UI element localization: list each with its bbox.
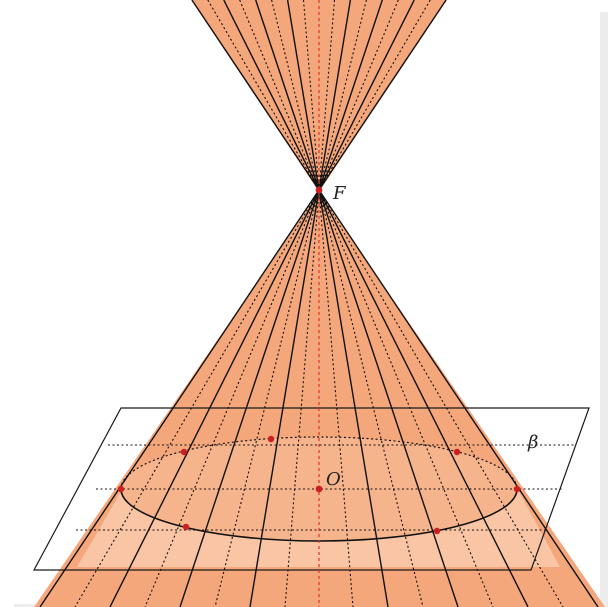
apex-point-F: [315, 186, 323, 194]
ellipse-point: [433, 527, 441, 535]
generator-line: [179, 0, 383, 607]
generator-line: [223, 0, 529, 607]
generator-line: [249, 0, 352, 607]
generator-line: [255, 0, 459, 607]
ellipse-point: [453, 448, 461, 456]
generator-line-dotted: [214, 0, 367, 607]
ellipse-points: [117, 435, 521, 535]
center-point-O: [315, 485, 323, 493]
generator-line-dotted: [207, 0, 564, 607]
ellipse-point: [180, 448, 188, 456]
solid-generators: [39, 0, 599, 607]
generator-line-dotted: [74, 0, 431, 607]
ellipse-back: [120, 436, 518, 490]
generator-line: [191, 0, 599, 607]
generator-line: [286, 0, 389, 607]
generator-line-dotted: [144, 0, 399, 607]
generator-line-dotted: [271, 0, 424, 607]
generator-line-dotted: [239, 0, 494, 607]
label-beta: β: [527, 432, 538, 453]
label-F: F: [332, 183, 347, 204]
plane-beta: [32, 407, 590, 571]
ellipse-point: [182, 523, 190, 531]
ellipse-point: [513, 485, 521, 493]
generator-line: [39, 0, 447, 607]
label-O: O: [326, 469, 341, 490]
dotted-generators: [74, 0, 564, 607]
ellipse-point: [267, 435, 275, 443]
plane-grid: [76, 444, 576, 531]
generator-line: [109, 0, 415, 607]
ellipse-point: [117, 485, 125, 493]
